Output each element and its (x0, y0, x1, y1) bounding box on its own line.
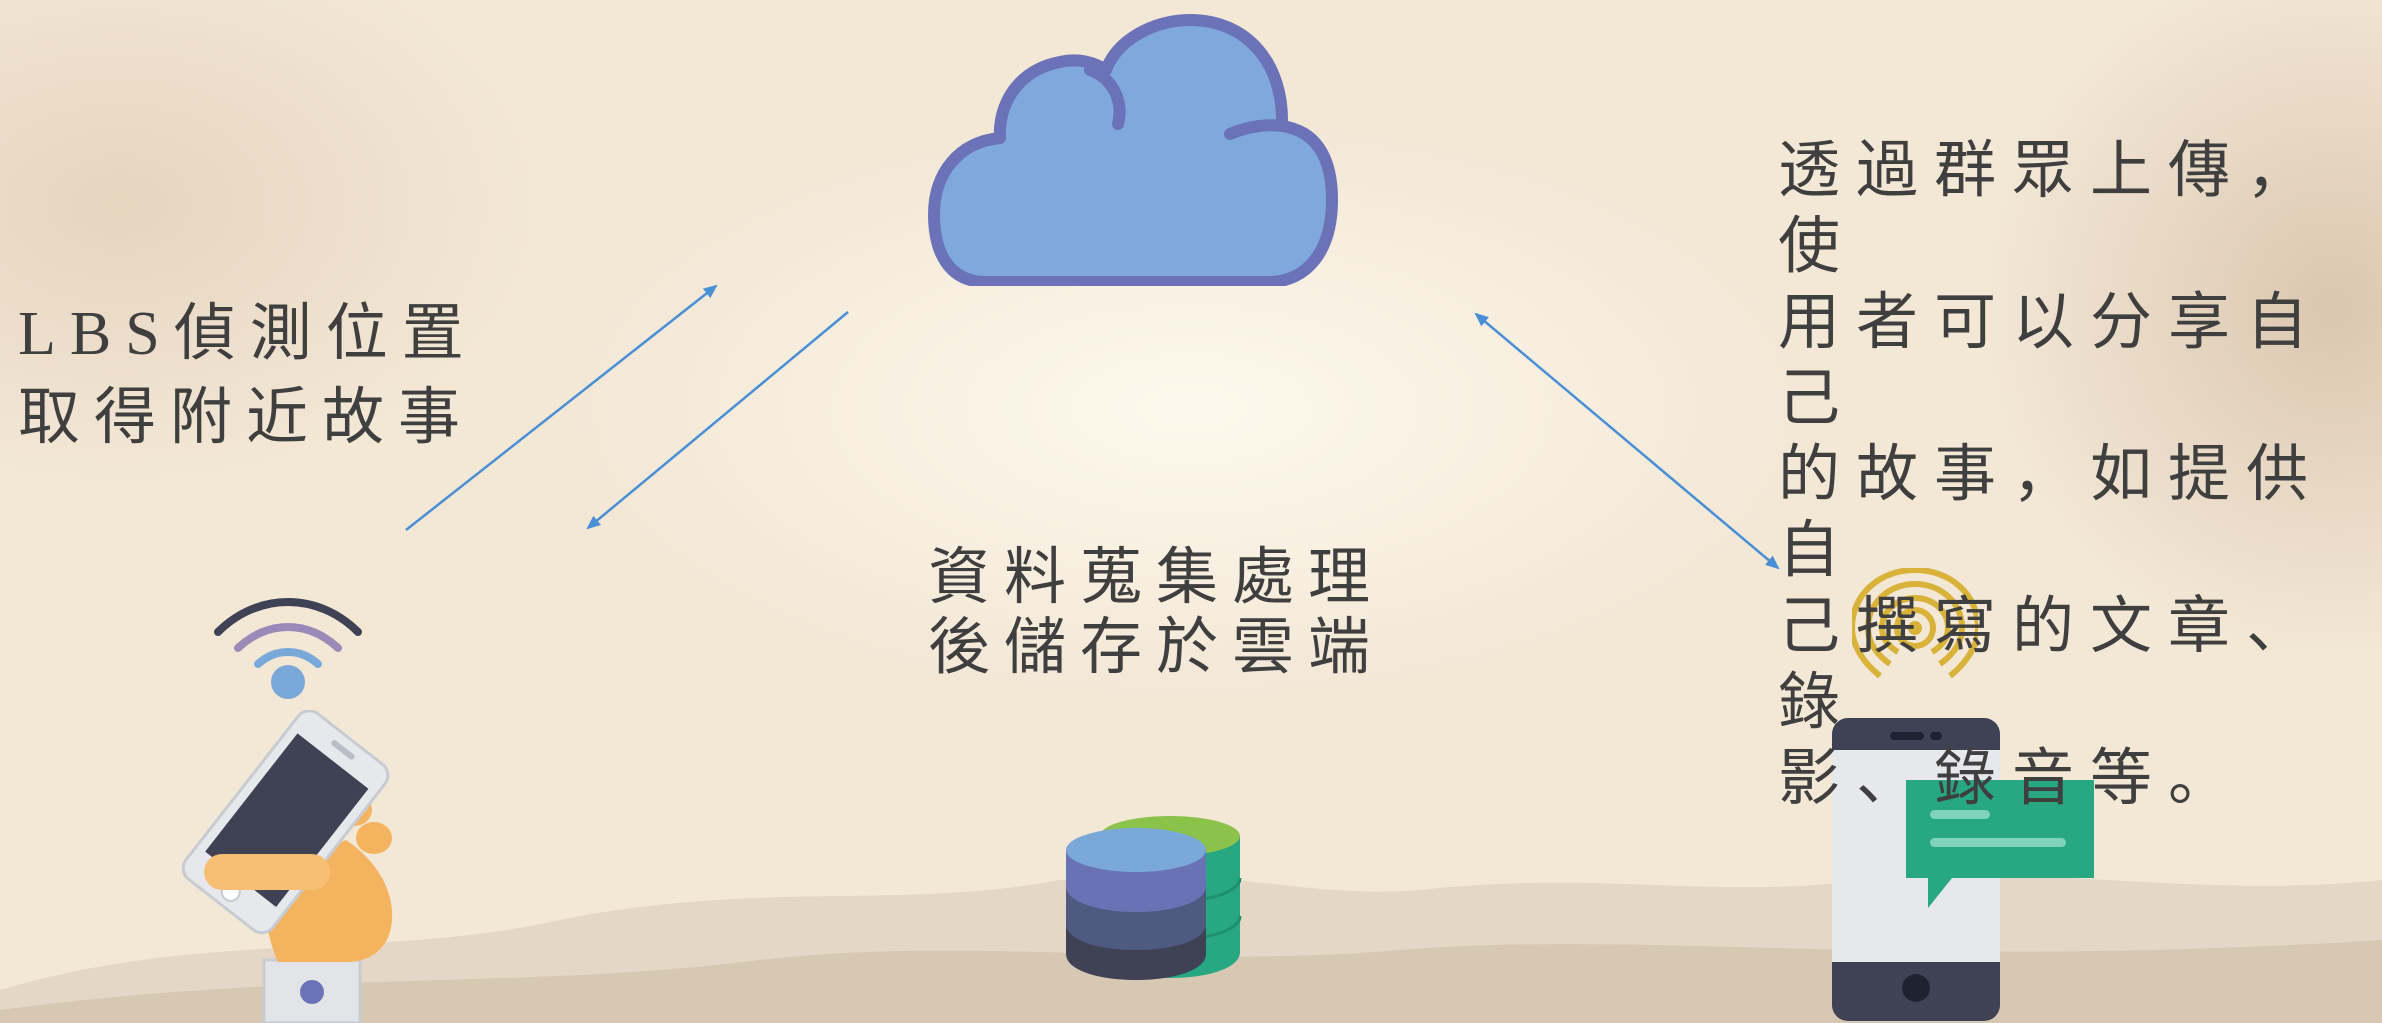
sync-arrow (1474, 312, 1780, 570)
cloud-icon (928, 14, 1338, 286)
lbs-description: LBS偵測位置 取得附近故事 (18, 300, 478, 452)
broadcast-signal-icon (1852, 568, 1978, 679)
hand-holding-phone-icon (181, 710, 393, 1023)
phone-message-icon (1832, 718, 2094, 1021)
download-arrow (586, 311, 849, 530)
upload-arrow (405, 284, 718, 531)
database-icon (1066, 816, 1242, 980)
cloud-processing-description: 資料蒐集處理 後儲存於雲端 (928, 540, 1385, 683)
crowd-upload-description: 透過群眾上傳，使 用者可以分享自己 的故事，如提供自 己撰寫的文章、錄 影、錄音… (1778, 133, 2325, 814)
wifi-signal-icon (214, 598, 362, 699)
